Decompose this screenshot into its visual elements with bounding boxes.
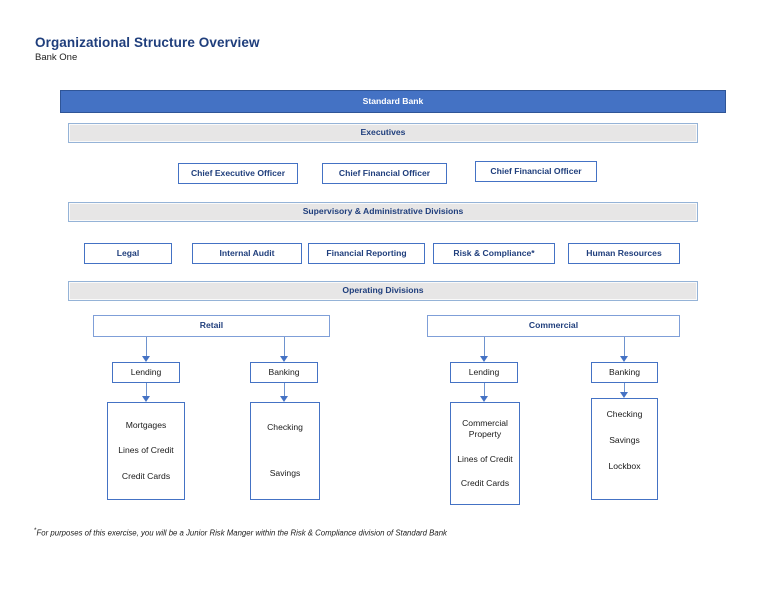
down-arrow-icon — [480, 396, 488, 402]
connector-line — [624, 337, 625, 356]
page-subtitle: Bank One — [35, 52, 78, 63]
child-box-retail-lending: Lending — [112, 362, 180, 383]
leaf-box-commercial-banking-products: Checking Savings Lockbox — [591, 398, 658, 500]
officer-box-cfo-2: Chief Financial Officer — [475, 161, 597, 182]
connector-line — [146, 337, 147, 356]
down-arrow-icon — [620, 356, 628, 362]
connector-line — [284, 383, 285, 396]
connector-line — [484, 337, 485, 356]
leaf-item: Commercial Property — [462, 418, 508, 440]
leaf-box-retail-lending-products: Mortgages Lines of Credit Credit Cards — [107, 402, 185, 500]
officer-box-ceo: Chief Executive Officer — [178, 163, 298, 184]
down-arrow-icon — [142, 356, 150, 362]
operating-box-commercial: Commercial — [427, 315, 680, 337]
connector-line — [284, 337, 285, 356]
root-bar-standard-bank: Standard Bank — [60, 90, 726, 113]
division-box-legal: Legal — [84, 243, 172, 264]
down-arrow-icon — [620, 392, 628, 398]
leaf-item: Mortgages — [125, 419, 167, 430]
executives-header-bar: Executives — [68, 123, 698, 143]
leaf-box-retail-banking-products: Checking Savings — [250, 402, 320, 500]
leaf-item: Lockbox — [608, 461, 641, 472]
division-box-financial-reporting: Financial Reporting — [308, 243, 425, 264]
footnote: *For purposes of this exercise, you will… — [34, 527, 447, 538]
footnote-text: For purposes of this exercise, you will … — [36, 528, 447, 538]
operating-box-retail: Retail — [93, 315, 330, 337]
leaf-item: Checking — [606, 409, 643, 419]
down-arrow-icon — [280, 396, 288, 402]
child-box-commercial-lending: Lending — [450, 362, 518, 383]
leaf-item: Savings — [269, 468, 301, 479]
operating-header-bar: Operating Divisions — [68, 281, 698, 301]
down-arrow-icon — [142, 396, 150, 402]
division-box-risk-compliance: Risk & Compliance* — [433, 243, 555, 264]
leaf-item: Credit Cards — [460, 477, 510, 488]
leaf-item: Savings — [609, 435, 640, 446]
connector-line — [624, 383, 625, 392]
officer-box-cfo-1: Chief Financial Officer — [322, 163, 447, 184]
leaf-box-commercial-lending-products: Commercial Property Lines of Credit Cred… — [450, 402, 520, 505]
page-title: Organizational Structure Overview — [35, 35, 260, 50]
down-arrow-icon — [480, 356, 488, 362]
division-box-internal-audit: Internal Audit — [192, 243, 302, 264]
child-box-commercial-banking: Banking — [591, 362, 658, 383]
division-box-human-resources: Human Resources — [568, 243, 680, 264]
leaf-item: Checking — [267, 422, 303, 433]
child-box-retail-banking: Banking — [250, 362, 318, 383]
down-arrow-icon — [280, 356, 288, 362]
supervisory-header-bar: Supervisory & Administrative Divisions — [68, 202, 698, 222]
footnote-asterisk: * — [34, 527, 37, 534]
leaf-item: Credit Cards — [121, 471, 171, 482]
leaf-item: Lines of Credit — [457, 453, 513, 464]
connector-line — [484, 383, 485, 396]
leaf-item: Lines of Credit — [118, 445, 174, 456]
connector-line — [146, 383, 147, 396]
